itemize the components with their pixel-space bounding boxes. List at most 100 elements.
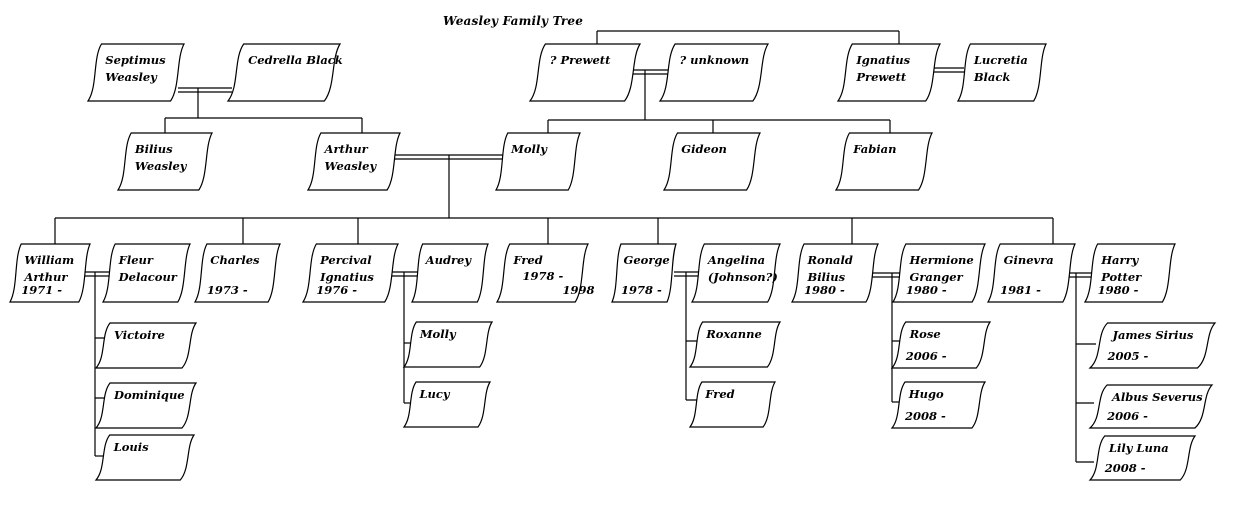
person-name-line: Fred xyxy=(513,253,543,267)
person-name-line: Lucretia xyxy=(973,53,1028,67)
person-name-line: Hermione xyxy=(909,253,974,267)
person-name-line: Ronald xyxy=(807,253,853,267)
wavy-box-shape xyxy=(303,244,398,302)
wavy-box-shape xyxy=(612,244,676,302)
person-name-line: Roxanne xyxy=(706,327,762,341)
wavy-box-shape xyxy=(838,44,940,101)
wavy-box-shape xyxy=(10,244,90,302)
person-name-line: Weasley xyxy=(324,159,377,173)
wavy-box-shape xyxy=(660,44,768,101)
wavy-box-shape xyxy=(958,44,1046,101)
person-name-line: Albus Severus xyxy=(1111,390,1203,404)
person-node-lucy: Lucy xyxy=(404,382,490,427)
person-name-line: George xyxy=(623,253,670,267)
person-name-line: Hugo xyxy=(908,387,944,401)
person-name-line: Arthur xyxy=(324,142,368,156)
person-name-line: Harry xyxy=(1101,253,1139,267)
person-name-line: Arthur xyxy=(24,270,68,284)
person-node-angelina: Angelina(Johnson?) xyxy=(692,244,780,302)
wavy-box-shape xyxy=(96,323,196,368)
person-name-line: Dominique xyxy=(114,388,185,402)
person-node-roxanne: Roxanne xyxy=(690,322,780,367)
person-name-line: Septimus xyxy=(105,53,166,67)
wavy-box-shape xyxy=(988,244,1075,302)
person-name-line: Fabian xyxy=(853,142,897,156)
person-node-louis: Louis xyxy=(96,435,194,480)
person-node-fabian: Fabian xyxy=(836,133,932,190)
person-name-line: Bilius xyxy=(807,270,846,284)
person-name-line: Bilius xyxy=(134,142,173,156)
person-name-line: Victoire xyxy=(114,328,165,342)
person-name-line: Cedrella Black xyxy=(248,53,343,67)
person-years: 1980 - xyxy=(804,283,845,297)
person-name-line: Molly xyxy=(419,327,456,341)
person-years: 1976 - xyxy=(316,283,358,297)
person-years: 1971 - xyxy=(21,283,62,297)
person-node-victoire: Victoire xyxy=(96,323,196,368)
person-node-gideon: Gideon xyxy=(664,133,760,190)
person-node-cedrella: Cedrella Black xyxy=(228,44,343,101)
wavy-box-shape xyxy=(308,133,400,190)
wavy-box-shape xyxy=(103,244,190,302)
person-years: 2008 - xyxy=(905,409,946,423)
person-name-line: Angelina xyxy=(707,253,766,267)
person-name-line: Lucy xyxy=(419,387,450,401)
person-years: 1980 - xyxy=(1097,283,1139,297)
person-name-line: Weasley xyxy=(105,70,157,84)
person-node-audrey: Audrey xyxy=(412,244,488,302)
person-node-dominique: Dominique xyxy=(96,383,196,428)
person-name-line: Gideon xyxy=(681,142,727,156)
person-name-line: Ignatius xyxy=(320,270,374,284)
person-years: 1981 - xyxy=(1000,283,1041,297)
wavy-box-shape xyxy=(893,244,985,302)
person-name-line: ? Prewett xyxy=(549,53,611,67)
person-name-line: Granger xyxy=(909,270,963,284)
wavy-box-shape xyxy=(96,383,196,428)
diagram-title: Weasley Family Tree xyxy=(443,14,584,28)
person-years: 2006 - xyxy=(1107,409,1148,423)
person-node-prewett: ? Prewett xyxy=(530,44,640,101)
person-name-line: Percival xyxy=(320,253,372,267)
wavy-box-shape xyxy=(412,244,488,302)
person-name-line: Rose xyxy=(909,327,941,341)
person-node-albus: Albus Severus 2006 - xyxy=(1090,385,1212,428)
wavy-box-shape xyxy=(692,244,780,302)
person-years: 1978 - xyxy=(620,283,662,297)
person-node-molly2: Molly xyxy=(404,322,492,367)
person-node-fred2: Fred xyxy=(690,382,775,427)
person-years: 2006 - xyxy=(905,349,947,363)
person-name-line: Louis xyxy=(113,440,149,454)
person-node-lily: Lily Luna 2008 - xyxy=(1090,436,1195,480)
person-name-line: Lily Luna xyxy=(1108,441,1169,455)
person-name-line: Potter xyxy=(1101,270,1142,284)
wavy-box-shape xyxy=(118,133,212,190)
person-years: 1973 - xyxy=(206,283,248,297)
person-years: 2008 - xyxy=(1104,461,1146,475)
person-node-george: George 1978 - xyxy=(612,244,676,302)
wavy-box-shape xyxy=(1090,323,1215,368)
wavy-box-shape xyxy=(690,322,780,367)
person-name-line: Fred xyxy=(705,387,735,401)
wavy-box-shape xyxy=(88,44,184,101)
wavy-box-shape xyxy=(664,133,760,190)
person-name-line: Fleur xyxy=(118,253,153,267)
person-node-molly: Molly xyxy=(496,133,580,190)
wavy-box-shape xyxy=(496,133,580,190)
wavy-box-shape xyxy=(1085,244,1175,302)
person-name-line: William xyxy=(24,253,75,267)
person-years: 1980 - xyxy=(905,283,947,297)
person-name-line: Audrey xyxy=(425,253,472,267)
wavy-box-shape xyxy=(892,322,990,368)
person-name-line: Charles xyxy=(210,253,260,267)
